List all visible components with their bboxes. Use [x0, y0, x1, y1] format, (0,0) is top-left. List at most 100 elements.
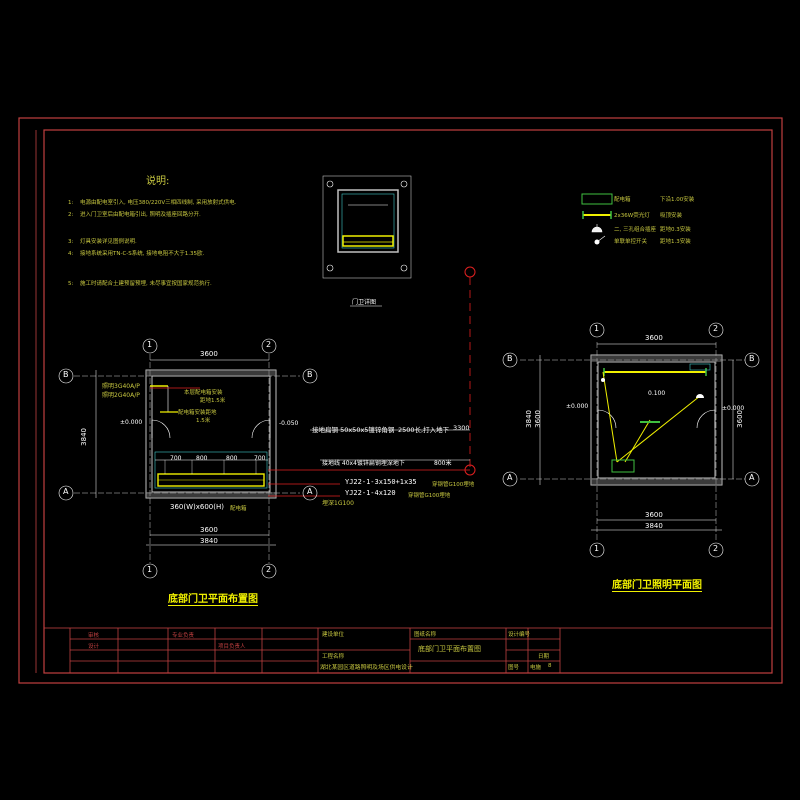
left-seg-1: 700 — [170, 455, 182, 462]
left-dim-bottom-2: 3840 — [200, 537, 218, 545]
legend-item-4-name: 单联单控开关 — [614, 237, 648, 245]
legend-box-symbol — [581, 193, 613, 205]
grounding-electrode — [310, 266, 476, 476]
left-dim-top: 3600 — [200, 350, 218, 358]
left-cable-2-suffix: 穿钢管G100埋地 — [408, 493, 451, 499]
right-axis-1-bottom: 1 — [594, 544, 600, 553]
note-5-num: 5: — [68, 281, 73, 287]
right-dim-left-1: 3840 — [525, 410, 533, 428]
notes-list: 1: 电源由配电室引入, 电压380/220V三相四线制, 采用放射式供电. 2… — [68, 198, 237, 287]
left-axis-1-top: 1 — [147, 340, 153, 349]
tb-c3: 专业负责 — [172, 633, 195, 639]
note-4-num: 4: — [68, 251, 73, 257]
legend-item-1-name: 配电箱 — [614, 195, 631, 203]
left-panel-2: 照明2G40A/P — [102, 392, 140, 399]
left-axis-1-bottom: 1 — [147, 565, 153, 574]
right-elev-mid: 0.100 — [648, 390, 666, 397]
left-plan-title: 底部门卫平面布置图 — [168, 590, 258, 606]
right-axis-b-left: B — [507, 354, 513, 363]
right-dim-left-2: 3600 — [534, 410, 542, 428]
left-ground-1: 接地扁钢 50x50x5镀锌角钢 — [312, 426, 395, 434]
detail-caption: 门卫详图 — [352, 298, 376, 306]
left-ground-1-len: 2500长,打入地下 — [398, 426, 450, 434]
legend-item-2-name: 2x36W荧光灯 — [614, 211, 650, 219]
right-plan — [502, 322, 760, 558]
legend — [581, 193, 613, 245]
left-axis-2-bottom: 2 — [266, 565, 272, 574]
tb-c7: 图纸名称 — [414, 632, 437, 638]
tb-c1: 审核 — [88, 633, 100, 639]
left-seg-2: 800 — [196, 455, 208, 462]
tb-c2: 设计 — [88, 644, 100, 650]
right-dim-bottom-2: 3840 — [645, 522, 663, 530]
right-plan-title: 底部门卫照明平面图 — [612, 576, 702, 592]
tb-drawing: 底部门卫平面布置图 — [418, 645, 481, 653]
right-dim-top: 3600 — [645, 334, 663, 342]
note-2-num: 2: — [68, 212, 73, 218]
right-axis-a-right: A — [749, 473, 755, 482]
left-seg-3: 800 — [226, 455, 238, 462]
left-box-size: 360(W)x600(H) — [170, 503, 224, 511]
left-room-note-4: 1.5米 — [196, 418, 211, 424]
left-plan — [58, 338, 470, 579]
tb-c8: 设计编号 — [508, 632, 531, 638]
note-1-text: 电源由配电室引入, 电压380/220V三相四线制, 采用放射式供电. — [80, 198, 237, 206]
note-1-num: 1: — [68, 200, 73, 206]
left-panel-1: 照明3G40A/P — [102, 383, 140, 390]
right-axis-a-left: A — [507, 473, 513, 482]
title-block — [43, 627, 773, 674]
gate-detail — [322, 175, 412, 307]
left-elev-right: -0.050 — [279, 420, 299, 427]
note-4-text: 接地系统采用TN-C-S系统, 接地电阻不大于1.35欧. — [80, 249, 205, 257]
left-ground-1-depth: 3300 — [453, 424, 470, 432]
legend-item-2-spec: 吸顶安装 — [660, 211, 683, 219]
left-ground-2-len: 800米 — [434, 460, 452, 467]
right-axis-2-top: 2 — [713, 324, 719, 333]
left-dim-bottom-1: 3600 — [200, 526, 218, 534]
legend-item-3-spec: 距地0.3安装 — [660, 225, 691, 233]
left-elev-left: ±0.000 — [120, 419, 143, 426]
left-axis-b-right: B — [307, 370, 313, 379]
note-2-text: 进入门卫室后由配电箱引出, 照明及插座回路分开. — [80, 210, 201, 218]
left-ground-2: 接地线 40x4镀锌扁钢埋深地下 — [322, 460, 405, 467]
left-cable-2: YJ22-1-4x120 — [345, 489, 396, 497]
right-axis-1-top: 1 — [594, 324, 600, 333]
right-elev-right: ±0.000 — [722, 405, 745, 412]
tb-c10: 日期 — [538, 654, 550, 660]
legend-item-1-spec: 下沿1.00安装 — [660, 195, 695, 203]
tb-c5: 建设单位 — [322, 632, 345, 638]
right-axis-b-right: B — [749, 354, 755, 363]
tb-project: 湖北某园区道路照明及场区供电设计 — [320, 665, 413, 671]
note-5-text: 施工时请配合土建预留预埋, 未尽事宜按国家规范执行. — [80, 279, 212, 287]
left-axis-b-left: B — [63, 370, 69, 379]
tb-c9: 图号 — [508, 665, 520, 671]
left-dim-left: 3840 — [80, 428, 88, 446]
tb-sheet: 电施 — [530, 665, 542, 671]
left-axis-a-right: A — [307, 487, 313, 496]
right-dim-bottom-1: 3600 — [645, 511, 663, 519]
note-3-num: 3: — [68, 239, 73, 245]
left-cable-1: YJ22-1-3x150+1x35 — [345, 478, 417, 486]
right-axis-2-bottom: 2 — [713, 544, 719, 553]
legend-item-3-name: 二, 三孔组合插座 — [614, 225, 656, 233]
legend-item-4-spec: 距地1.3安装 — [660, 237, 691, 245]
tb-c6: 工程名称 — [322, 654, 345, 660]
notes-title: 说明: — [146, 174, 169, 187]
tb-sheet-no: 8 — [548, 663, 552, 669]
left-cable-1-suffix: 穿钢管G100埋地 — [432, 482, 475, 488]
left-room-note-3: 配电箱安装距地 — [178, 410, 217, 416]
legend-socket-symbol — [591, 226, 603, 233]
left-room-note-1: 本层配电箱安装 — [184, 390, 223, 396]
left-seg-4: 700 — [254, 455, 266, 462]
left-box-label: 配电箱 — [230, 506, 247, 512]
tb-c4: 项目负责人 — [218, 644, 246, 650]
note-3-text: 灯具安装详见图例说明. — [80, 237, 137, 245]
outer-frame — [18, 117, 783, 684]
right-elev-left: ±0.000 — [566, 403, 589, 410]
left-room-note-2: 距地1.5米 — [200, 398, 226, 404]
right-dim-right: 3600 — [736, 410, 744, 428]
left-pipe: 埋深1G100 — [322, 500, 354, 507]
left-axis-2-top: 2 — [266, 340, 272, 349]
